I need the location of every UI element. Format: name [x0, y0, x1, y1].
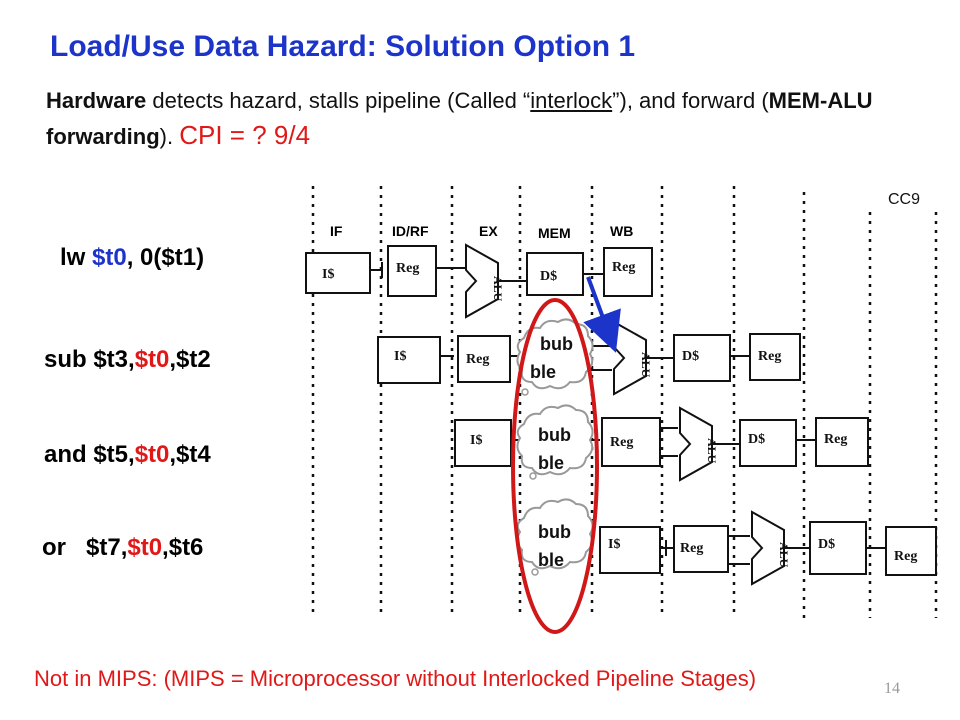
bubble-cloud [516, 404, 594, 476]
slide-subtitle: Hardware detects hazard, stalls pipeline… [46, 84, 926, 154]
icache-label: I$ [470, 433, 482, 448]
reg-label: Reg [610, 435, 633, 450]
bubble-text-1: bub [538, 425, 571, 445]
reg-box [387, 245, 437, 297]
slide-number: 14 [884, 680, 900, 697]
bubble-text-1: bub [538, 522, 571, 542]
subtitle-cpi: CPI = ? 9/4 [179, 120, 311, 150]
bubble-text-1: bub [540, 334, 573, 354]
bubble-tail [521, 388, 529, 396]
bubble-2: bub ble [516, 404, 594, 480]
bubble-text-2: ble [538, 550, 564, 570]
bubble-1: bub ble [516, 318, 594, 396]
alu-shape [679, 406, 713, 482]
pipeline-row-lw: I$ Reg ALU D$ Reg [305, 243, 653, 319]
stall-highlight-ellipse [511, 298, 599, 634]
bubble-text-2: ble [538, 453, 564, 473]
instr-lw-dest: $t0 [92, 244, 127, 271]
alu-shape [751, 510, 785, 586]
icache-label: I$ [394, 349, 406, 364]
reg-label: Reg [612, 260, 635, 275]
instr-or-op: or $t7, [42, 534, 128, 561]
reg-box [603, 247, 653, 297]
reg-box [815, 417, 869, 467]
dcache-box [739, 419, 797, 467]
reg-box [749, 333, 801, 381]
icache-box [454, 419, 512, 467]
instr-sub-op: sub $t3, [44, 346, 135, 373]
reg-label: Reg [466, 352, 489, 367]
icache-box [305, 252, 371, 294]
subtitle-interlock: interlock [530, 88, 613, 113]
bubble-3: bub ble [516, 498, 594, 576]
stage-label-wb: WB [610, 223, 633, 239]
reg-box [601, 417, 661, 467]
icache-box [377, 336, 441, 384]
instr-and-op: and $t5, [44, 441, 135, 468]
stage-label-mem: MEM [538, 225, 571, 241]
instr-and-rest: ,$t4 [169, 441, 211, 468]
instr-sub-rest: ,$t2 [169, 346, 211, 373]
reg-label: Reg [680, 541, 703, 556]
stage-label-ex: EX [479, 223, 498, 239]
subtitle-part3: ). [159, 124, 180, 149]
subtitle-mem-alu: MEM-ALU forwarding [46, 88, 873, 149]
dcache-box [673, 334, 731, 382]
cycle-label-cc9: CC9 [888, 191, 920, 208]
dcache-label: D$ [748, 432, 765, 447]
instruction-lw: lw $t0, 0($t1) [60, 244, 204, 272]
instr-or-src: $t0 [127, 534, 163, 561]
reg-label: Reg [396, 261, 419, 276]
icache-box [599, 526, 661, 574]
instr-lw-rest: , 0($t1) [126, 244, 205, 271]
pipeline-row-and: I$ Reg ALU D$ Reg [454, 406, 869, 482]
bubble-tail [529, 472, 537, 480]
alu-label: ALU [777, 542, 791, 568]
forwarding-arrow [583, 276, 621, 353]
alu-label: ALU [705, 438, 719, 464]
reg-box [673, 525, 729, 573]
reg-label: Reg [824, 432, 847, 447]
bubble-tail [531, 568, 539, 576]
dcache-label: D$ [682, 349, 699, 364]
subtitle-part1: detects hazard, stalls pipeline (Called … [146, 88, 531, 113]
bubble-cloud [516, 498, 594, 570]
reg-label: Reg [894, 549, 917, 564]
reg-label: Reg [758, 349, 781, 364]
alu-label: ALU [639, 352, 653, 378]
bubble-text-2: ble [530, 362, 556, 382]
subtitle-hardware: Hardware [46, 88, 147, 113]
dcache-label: D$ [540, 269, 557, 284]
footer-note: Not in MIPS: (MIPS = Microprocessor with… [34, 666, 757, 691]
instruction-sub: sub $t3,$t0,$t2 [44, 346, 211, 374]
instr-lw-op: lw [60, 244, 93, 271]
dcache-label: D$ [818, 537, 835, 552]
stage-label-if: IF [330, 223, 343, 239]
subtitle-part2: ”), and forward ( [612, 88, 769, 113]
instr-sub-src: $t0 [134, 346, 170, 373]
instr-or-rest: ,$t6 [162, 534, 204, 561]
stage-label-id: ID/RF [392, 223, 429, 239]
icache-label: I$ [322, 267, 334, 282]
instr-and-src: $t0 [134, 441, 170, 468]
icache-label: I$ [608, 537, 620, 552]
pipeline-row-or: I$ Reg ALU D$ Reg [599, 510, 937, 586]
reg-box [457, 335, 511, 383]
dcache-box [809, 521, 867, 575]
reg-box [885, 526, 937, 576]
alu-shape [465, 243, 499, 319]
instruction-or: or $t7,$t0,$t6 [42, 534, 203, 562]
instruction-and: and $t5,$t0,$t4 [44, 441, 211, 469]
alu-label: ALU [491, 276, 505, 302]
slide-title: Load/Use Data Hazard: Solution Option 1 [50, 30, 636, 63]
